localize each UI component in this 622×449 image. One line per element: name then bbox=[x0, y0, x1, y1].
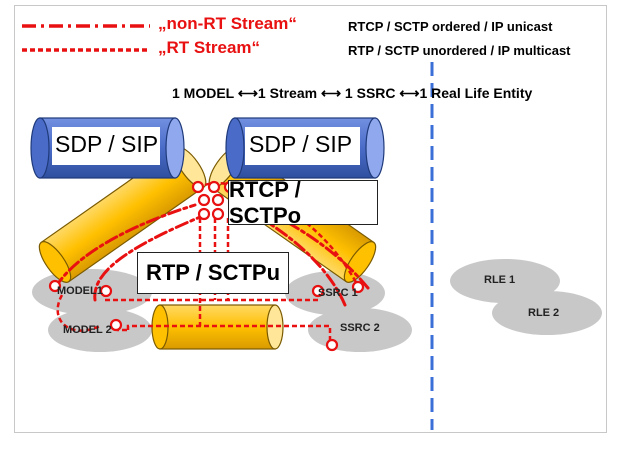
legend-non-rt-label: „non-RT Stream“ bbox=[158, 14, 297, 33]
model2-label: MODEL 2 bbox=[63, 324, 112, 336]
legend-rt-label: „RT Stream“ bbox=[158, 38, 261, 57]
sdp-left-cylinder bbox=[30, 117, 185, 179]
model2-node bbox=[48, 308, 152, 352]
rle2-label: RLE 2 bbox=[528, 307, 560, 319]
model1-label: MODEL1 bbox=[57, 285, 103, 297]
rtp-box: RTP / SCTPu bbox=[137, 252, 289, 294]
mapping-text: 1 MODEL ⟷1 Stream ⟷ 1 SSRC ⟷1 Real Life … bbox=[172, 85, 533, 101]
ssrc2-label: SSRC 2 bbox=[340, 322, 380, 334]
diagram-frame bbox=[14, 5, 607, 433]
ssrc1-label: SSRC 1 bbox=[318, 287, 358, 299]
legend-rt-desc: RTP / SCTP unordered / IP multicast bbox=[348, 43, 571, 58]
sdp-left-label: SDP / SIP bbox=[55, 131, 159, 157]
sdp-right-cylinder bbox=[225, 117, 385, 179]
rtcp-box: RTCP / SCTPo bbox=[228, 177, 378, 228]
sdp-right-label: SDP / SIP bbox=[249, 131, 353, 157]
legend-non-rt-desc: RTCP / SCTP ordered / IP unicast bbox=[348, 19, 553, 34]
rle1-label: RLE 1 bbox=[484, 274, 516, 286]
pipe-left bbox=[38, 146, 207, 283]
rle2-node bbox=[492, 291, 602, 335]
